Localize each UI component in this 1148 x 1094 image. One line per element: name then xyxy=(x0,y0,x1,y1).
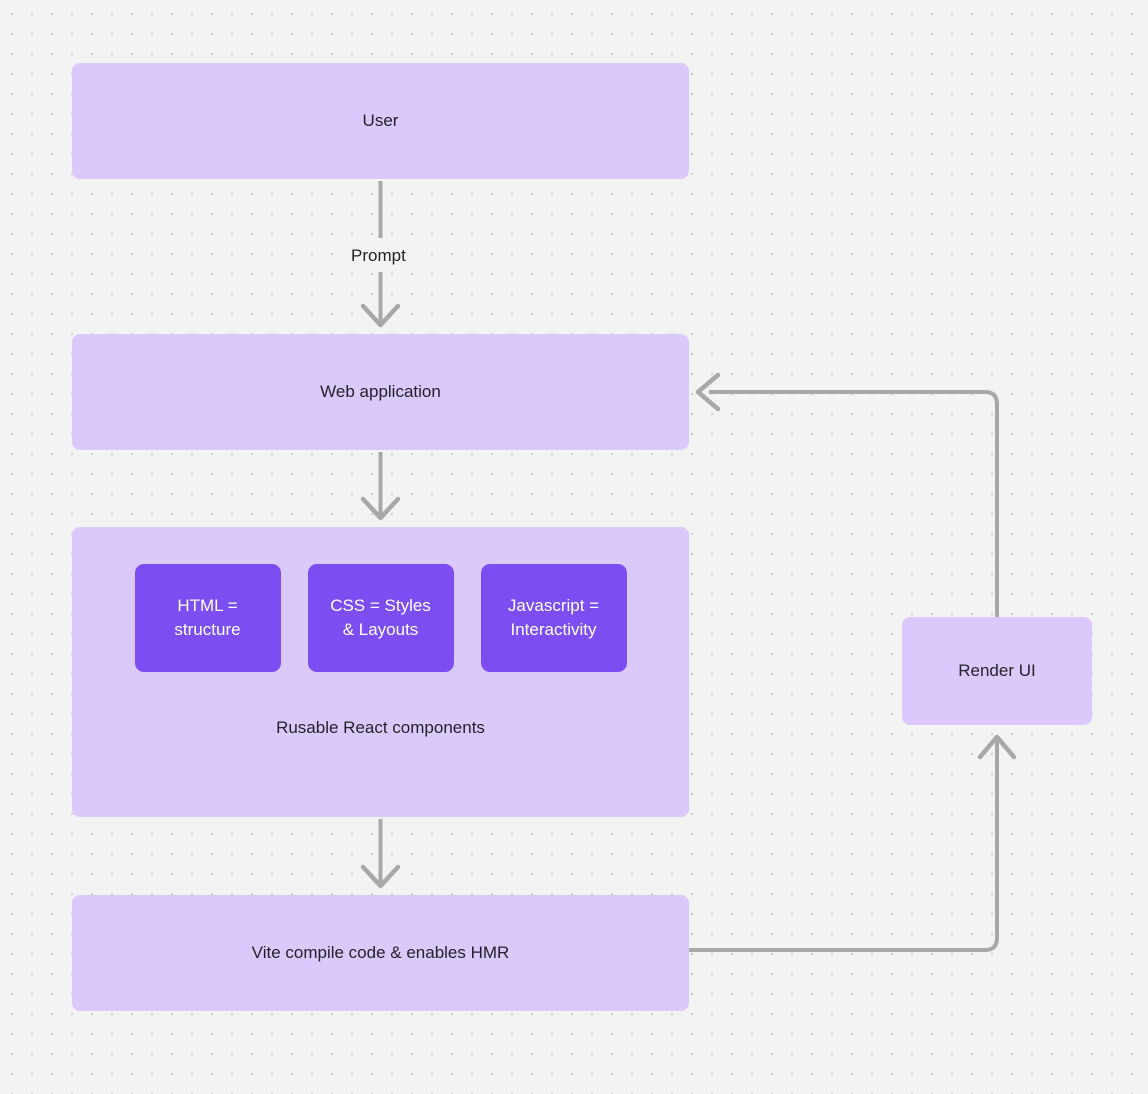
node-react-components-container[interactable]: HTML = structure CSS = Styles & Layouts … xyxy=(72,527,689,817)
arrowhead-down-to-web-application xyxy=(360,303,401,328)
edge-render-ui-to-web-application xyxy=(695,372,999,617)
chip-css[interactable]: CSS = Styles & Layouts xyxy=(307,564,454,672)
chip-css-line1: CSS = Styles xyxy=(330,595,431,615)
chip-javascript[interactable]: Javascript = Interactivity xyxy=(480,564,627,672)
arrowhead-left-to-web-application xyxy=(695,372,721,412)
chip-html-line2: structure xyxy=(174,620,241,639)
chip-html[interactable]: HTML = structure xyxy=(134,564,281,672)
chip-css-label: CSS = Styles & Layouts xyxy=(330,594,431,642)
arrowhead-down-to-components xyxy=(360,496,401,521)
chip-html-label: HTML = structure xyxy=(174,594,240,642)
edge-render-webapp-line xyxy=(709,390,999,617)
edge-components-to-vite xyxy=(360,819,401,889)
arrowhead-up-to-render-ui xyxy=(977,734,1017,760)
node-web-application-label: Web application xyxy=(320,381,441,401)
chip-row: HTML = structure CSS = Styles & Layouts … xyxy=(72,564,689,672)
node-vite[interactable]: Vite compile code & enables HMR xyxy=(72,895,689,1011)
arrowhead-down-to-vite xyxy=(360,864,401,889)
edge-vite-to-render-ui xyxy=(689,734,1017,952)
edge-web-application-to-components xyxy=(360,452,401,521)
chip-html-line1: HTML = xyxy=(177,595,238,615)
edge-label-prompt: Prompt xyxy=(344,246,413,266)
chip-javascript-line1: Javascript = xyxy=(507,595,600,615)
node-render-ui-label: Render UI xyxy=(958,660,1036,680)
node-vite-label: Vite compile code & enables HMR xyxy=(251,942,510,962)
chip-javascript-line2: Interactivity xyxy=(510,620,597,639)
node-render-ui[interactable]: Render UI xyxy=(902,617,1092,725)
edge-vite-render-line xyxy=(689,740,999,952)
react-components-caption: Rusable React components xyxy=(276,718,485,737)
chip-css-line2: & Layouts xyxy=(342,620,419,639)
chip-javascript-label: Javascript = Interactivity xyxy=(508,594,599,642)
node-user[interactable]: User xyxy=(72,63,689,179)
node-user-label: User xyxy=(362,110,399,130)
node-web-application[interactable]: Web application xyxy=(72,334,689,450)
